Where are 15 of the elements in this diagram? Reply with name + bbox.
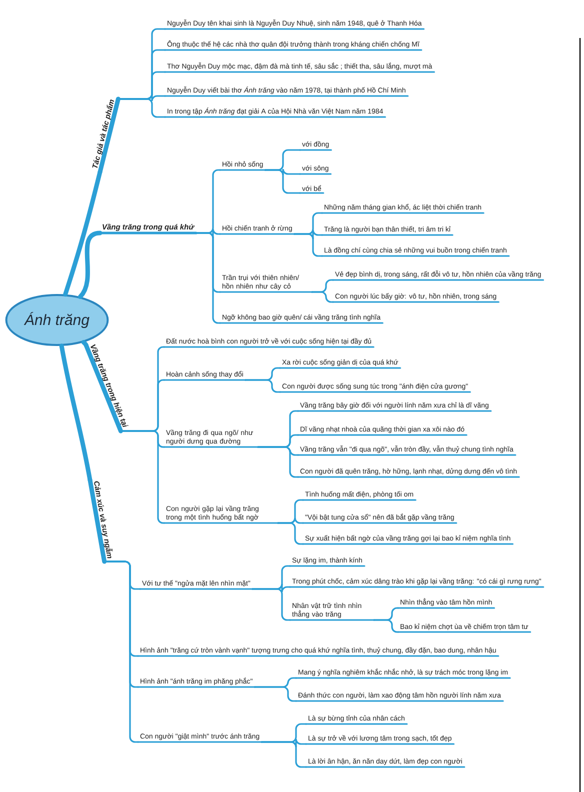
branch-line xyxy=(260,741,307,768)
branch-line xyxy=(78,230,102,300)
branch-line xyxy=(244,379,281,393)
branch-line xyxy=(254,686,297,702)
branch-line xyxy=(104,560,139,743)
branch-line xyxy=(264,169,301,194)
branch-line xyxy=(59,344,92,482)
branch-line xyxy=(257,446,299,478)
branch-line xyxy=(311,291,334,303)
branch-line xyxy=(373,619,399,633)
branch-line xyxy=(277,522,304,545)
branch-line xyxy=(120,430,165,524)
branch-line xyxy=(81,340,88,348)
branch-line xyxy=(294,233,323,257)
branch-line xyxy=(63,170,102,297)
